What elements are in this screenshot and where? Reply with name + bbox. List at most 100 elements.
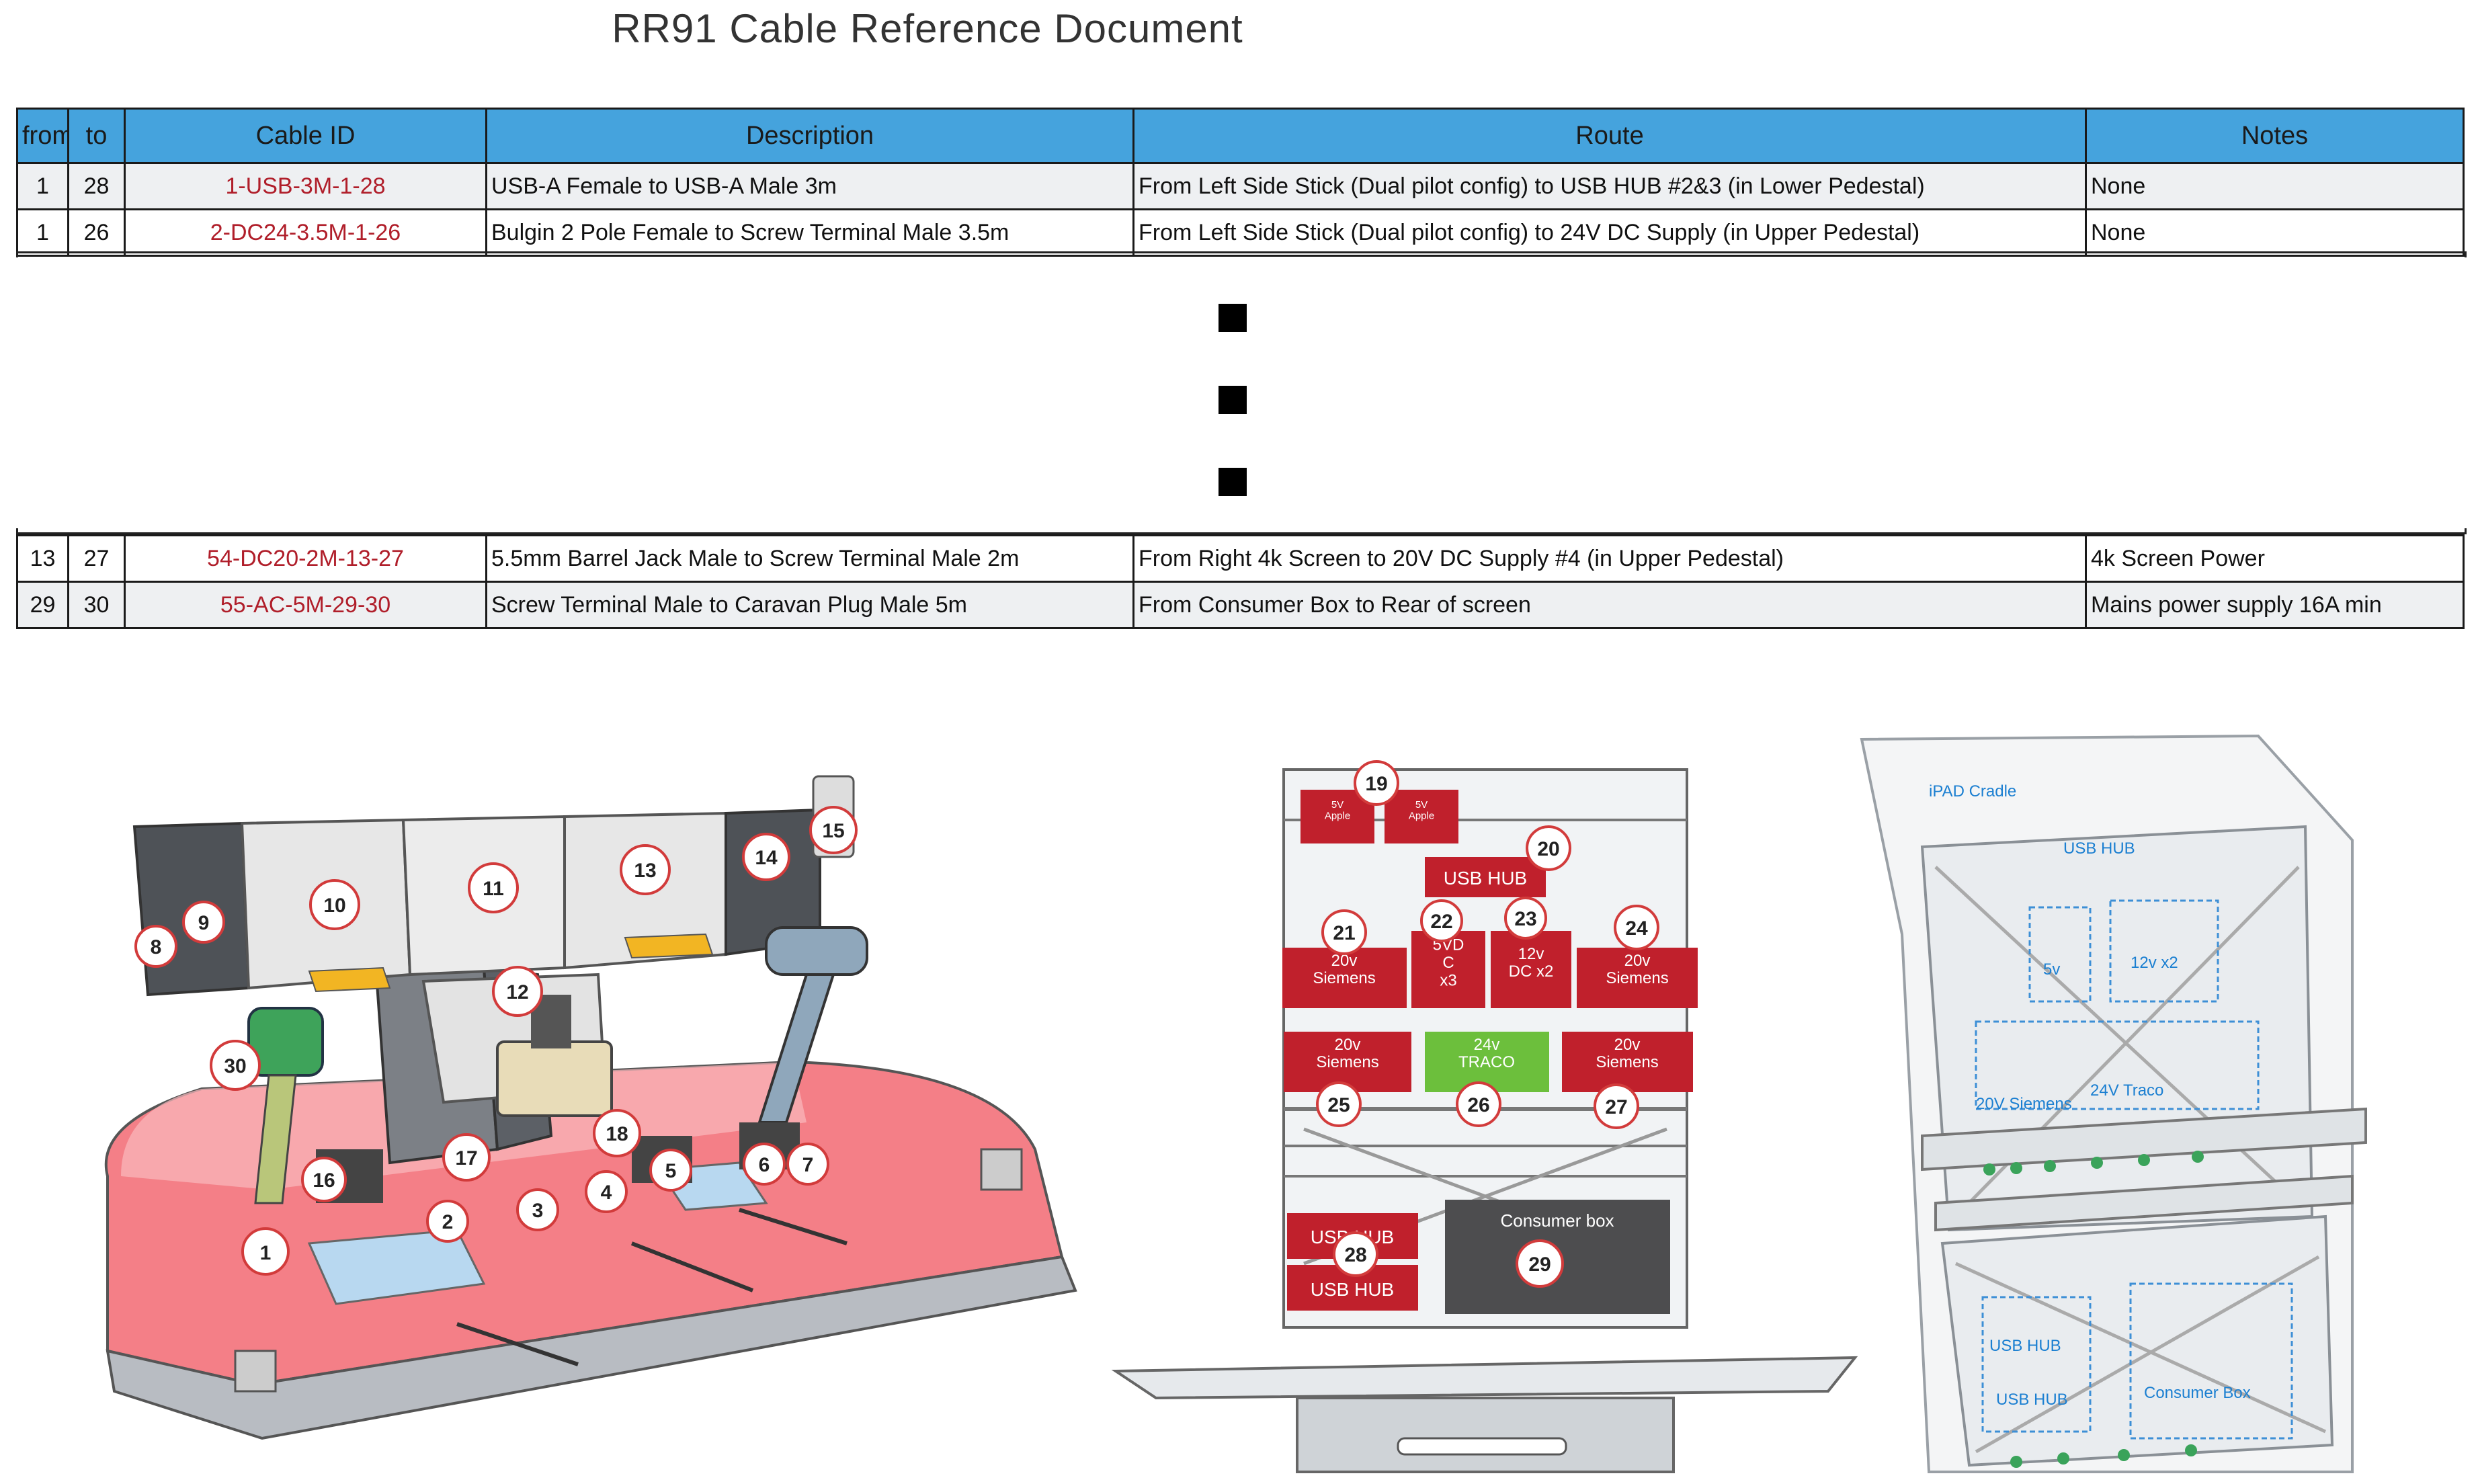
- ellipsis-square: [1219, 386, 1247, 414]
- svg-text:9: 9: [198, 912, 210, 934]
- callout-25: 25: [1316, 1081, 1362, 1127]
- svg-text:20: 20: [1537, 838, 1559, 860]
- callout-21: 21: [1321, 909, 1367, 955]
- header-to: to: [67, 108, 126, 164]
- cell-cable-id: 2-DC24-3.5M-1-26: [124, 208, 487, 257]
- svg-text:18: 18: [606, 1123, 628, 1145]
- svg-text:Consumer box: Consumer box: [1500, 1210, 1614, 1231]
- svg-text:7: 7: [802, 1154, 814, 1176]
- svg-text:24: 24: [1625, 917, 1648, 940]
- svg-text:16: 16: [313, 1169, 335, 1192]
- svg-text:30: 30: [224, 1055, 246, 1077]
- cell-description: USB-A Female to USB-A Male 3m: [485, 162, 1134, 210]
- label-ipad-cradle: iPAD Cradle: [1929, 782, 2016, 800]
- callout-7: 7: [786, 1143, 829, 1186]
- svg-text:21: 21: [1333, 922, 1355, 944]
- callout-13: 13: [620, 844, 671, 895]
- cell-from: 1: [16, 208, 69, 257]
- ellipsis-square: [1219, 468, 1247, 496]
- cell-notes: None: [2085, 208, 2465, 257]
- cable-table-top: from to Cable ID Description Route Notes…: [16, 108, 2465, 257]
- callout-19: 19: [1354, 760, 1399, 806]
- cockpit-rig-figure: 1 2 3 4 5 6 7 8 9 10 11 12 13 14 15 16 1…: [104, 775, 1077, 1440]
- svg-text:19: 19: [1365, 773, 1387, 795]
- cell-route: From Consumer Box to Rear of screen: [1132, 581, 2087, 629]
- svg-text:22: 22: [1430, 911, 1452, 933]
- svg-text:2: 2: [442, 1211, 454, 1233]
- header-notes: Notes: [2085, 108, 2465, 164]
- table-row: 1 28 1-USB-3M-1-28 USB-A Female to USB-A…: [16, 162, 2465, 210]
- svg-text:29: 29: [1528, 1253, 1551, 1276]
- svg-text:4: 4: [601, 1182, 612, 1204]
- cell-notes: None: [2085, 162, 2465, 210]
- callout-18: 18: [593, 1109, 641, 1157]
- callout-4: 4: [585, 1170, 628, 1213]
- svg-text:USB HUB: USB HUB: [1444, 868, 1527, 889]
- cell-cable-id: 1-USB-3M-1-28: [124, 162, 487, 210]
- cell-description: 5.5mm Barrel Jack Male to Screw Terminal…: [485, 534, 1134, 583]
- label-20v-siemens: 20V Siemens: [1976, 1095, 2072, 1113]
- table-row: 29 30 55-AC-5M-29-30 Screw Terminal Male…: [16, 581, 2465, 629]
- label-5v: 5v: [2043, 960, 2060, 979]
- cell-cable-id: 54-DC20-2M-13-27: [124, 534, 487, 583]
- table-continuation-edge: [16, 528, 2467, 534]
- callout-23: 23: [1504, 897, 1547, 940]
- svg-text:11: 11: [483, 878, 504, 900]
- label-usb-hub-b: USB HUB: [1996, 1391, 2068, 1409]
- callout-24: 24: [1614, 905, 1659, 950]
- table-header-row: from to Cable ID Description Route Notes: [16, 108, 2465, 164]
- header-route: Route: [1132, 108, 2087, 164]
- svg-text:27: 27: [1605, 1096, 1627, 1118]
- table-continuation-edge: [16, 251, 2467, 257]
- callout-27: 27: [1594, 1083, 1639, 1129]
- cell-from: 29: [16, 581, 69, 629]
- wireframe-figure: iPAD Cradle USB HUB 5v 12v x2 20V Siemen…: [1860, 734, 2367, 1473]
- document-title: RR91 Cable Reference Document: [612, 6, 1243, 51]
- ellipsis-square: [1219, 304, 1247, 332]
- cell-route: From Left Side Stick (Dual pilot config)…: [1132, 162, 2087, 210]
- callout-28: 28: [1333, 1231, 1378, 1277]
- cell-to: 26: [67, 208, 126, 257]
- callout-9: 9: [182, 901, 225, 944]
- cell-to: 27: [67, 534, 126, 583]
- cell-route: From Left Side Stick (Dual pilot config)…: [1132, 208, 2087, 257]
- svg-text:12: 12: [506, 981, 528, 1003]
- label-24v-traco: 24V Traco: [2090, 1081, 2163, 1100]
- svg-text:8: 8: [151, 936, 162, 958]
- callout-11: 11: [468, 862, 519, 913]
- label-consumer-box: Consumer Box: [2144, 1384, 2251, 1402]
- header-cable-id: Cable ID: [124, 108, 487, 164]
- callout-12: 12: [492, 966, 543, 1017]
- callout-5: 5: [649, 1149, 692, 1192]
- svg-text:10: 10: [323, 895, 345, 917]
- cell-to: 30: [67, 581, 126, 629]
- label-usb-hub-top: USB HUB: [2063, 839, 2135, 858]
- svg-text:5: 5: [665, 1160, 677, 1182]
- cell-from: 1: [16, 162, 69, 210]
- svg-text:USB HUB: USB HUB: [1311, 1279, 1394, 1300]
- label-usb-hub-a: USB HUB: [1989, 1337, 2061, 1355]
- svg-text:3: 3: [532, 1200, 544, 1222]
- svg-text:26: 26: [1467, 1094, 1489, 1116]
- box-usb-hub-top: USB HUB: [1425, 857, 1546, 897]
- callout-14: 14: [742, 833, 790, 881]
- cell-cable-id: 55-AC-5M-29-30: [124, 581, 487, 629]
- cell-notes: 4k Screen Power: [2085, 534, 2465, 583]
- svg-text:14: 14: [755, 847, 778, 869]
- cell-notes: Mains power supply 16A min: [2085, 581, 2465, 629]
- svg-text:28: 28: [1344, 1244, 1366, 1266]
- cell-description: Screw Terminal Male to Caravan Plug Male…: [485, 581, 1134, 629]
